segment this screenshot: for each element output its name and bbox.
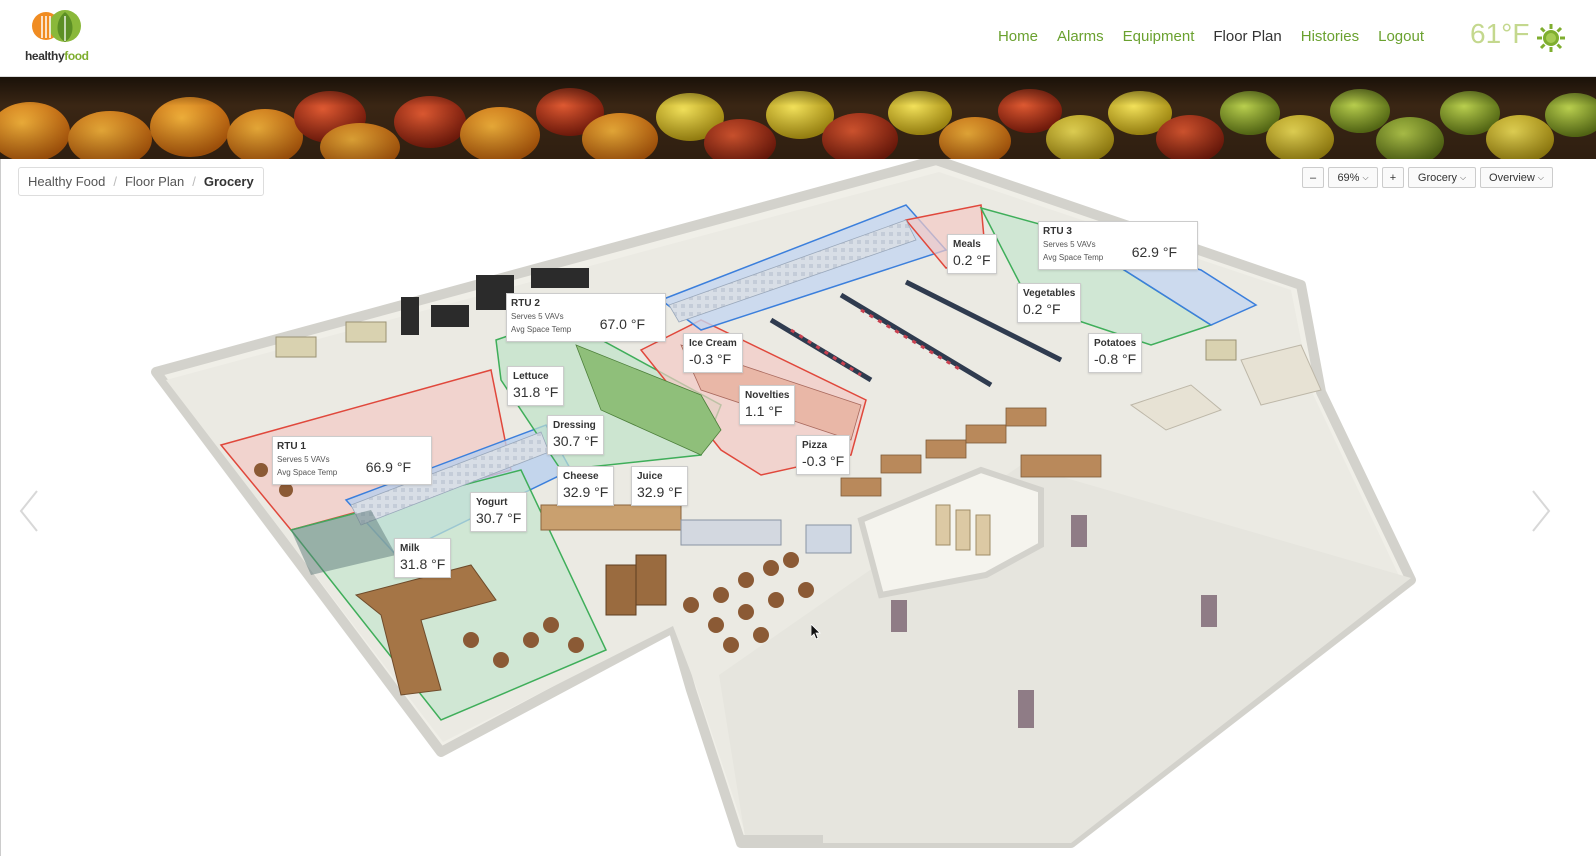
chevron-down-icon: ⌵	[1460, 172, 1467, 182]
zone-card-novelties[interactable]: Novelties 1.1 °F	[739, 385, 796, 425]
logo-text-healthy: healthy	[25, 49, 65, 63]
chevron-down-icon: ⌵	[1362, 172, 1369, 182]
rtu-name: RTU 3	[1043, 226, 1072, 237]
breadcrumb-separator: /	[192, 174, 196, 189]
zone-card-ice-cream[interactable]: Ice Cream -0.3 °F	[683, 333, 743, 373]
sun-icon	[1537, 24, 1565, 52]
rtu-metric: Avg Space Temp	[1043, 253, 1104, 262]
rtu-serves: Serves 5 VAVs	[1043, 240, 1096, 249]
healthy-food-logo[interactable]	[25, 8, 95, 66]
floor-select-dropdown[interactable]: Grocery⌵	[1408, 167, 1476, 188]
nav-alarms[interactable]: Alarms	[1056, 28, 1104, 45]
breadcrumb: Healthy Food / Floor Plan / Grocery	[18, 167, 264, 196]
logo-text-food: food	[64, 49, 89, 63]
floor-select-value: Grocery	[1417, 171, 1458, 184]
zone-temp: 32.9 °F	[563, 484, 609, 500]
zone-name: Meals	[953, 239, 981, 250]
breadcrumb-current-grocery: Grocery	[203, 174, 254, 189]
zoom-level-value: 69%	[1337, 171, 1360, 184]
zone-temp: 30.7 °F	[553, 433, 599, 449]
zone-temp: -0.8 °F	[1094, 351, 1137, 367]
zone-name: Potatoes	[1094, 338, 1137, 349]
zone-temp: 31.8 °F	[400, 556, 446, 572]
nav-logout[interactable]: Logout	[1378, 28, 1424, 45]
zone-temp: 1.1 °F	[745, 403, 783, 419]
zone-card-lettuce[interactable]: Lettuce 31.8 °F	[507, 366, 565, 406]
rtu-temp: 62.9 °F	[1131, 244, 1177, 260]
breadcrumb-healthy-food[interactable]: Healthy Food	[28, 174, 106, 189]
top-header: healthyfood Home Alarms Equipment Floor …	[0, 0, 1596, 77]
floor-plan-viewport[interactable]: Healthy Food / Floor Plan / Grocery – 69…	[0, 159, 1596, 856]
zone-name: Pizza	[802, 440, 828, 451]
rtu-temp: 66.9 °F	[365, 459, 411, 475]
zone-name: Lettuce	[513, 371, 549, 382]
zone-temp: -0.3 °F	[802, 453, 845, 469]
chevron-down-icon: ⌵	[1537, 172, 1544, 182]
rtu-name: RTU 2	[511, 298, 540, 309]
rtu-2-card[interactable]: RTU 2 Serves 5 VAVs Avg Space Temp 67.0 …	[506, 293, 666, 342]
zone-temp: -0.3 °F	[689, 351, 732, 367]
zoom-out-button[interactable]: –	[1302, 167, 1324, 188]
rtu-1-card[interactable]: RTU 1 Serves 5 VAVs Avg Space Temp 66.9 …	[272, 436, 432, 485]
rtu-metric: Avg Space Temp	[277, 468, 338, 477]
zone-card-potatoes[interactable]: Potatoes -0.8 °F	[1088, 333, 1143, 373]
produce-banner-image	[0, 77, 1596, 159]
rtu-serves: Serves 5 VAVs	[277, 455, 330, 464]
view-select-value: Overview	[1489, 171, 1535, 184]
logo-text: healthyfood	[25, 49, 89, 63]
zone-name: Cheese	[563, 471, 599, 482]
breadcrumb-separator: /	[113, 174, 117, 189]
zone-temp: 31.8 °F	[513, 384, 559, 400]
rtu-metric: Avg Space Temp	[511, 325, 572, 334]
next-arrow-icon[interactable]	[1529, 489, 1553, 533]
rtu-serves: Serves 5 VAVs	[511, 312, 564, 321]
zone-temp: 30.7 °F	[476, 510, 522, 526]
zone-card-juice[interactable]: Juice 32.9 °F	[631, 466, 689, 506]
zone-card-vegetables[interactable]: Vegetables 0.2 °F	[1017, 283, 1082, 323]
weather-temperature: 61°F	[1470, 18, 1530, 49]
rtu-temp: 67.0 °F	[599, 316, 645, 332]
nav-equipment[interactable]: Equipment	[1122, 28, 1195, 45]
zone-temp: 0.2 °F	[1023, 301, 1061, 317]
zone-name: Juice	[637, 471, 663, 482]
nav-floor-plan[interactable]: Floor Plan	[1213, 28, 1282, 45]
zone-card-dressing[interactable]: Dressing 30.7 °F	[547, 415, 605, 455]
nav-home[interactable]: Home	[997, 28, 1038, 45]
zone-name: Ice Cream	[689, 338, 737, 349]
zone-temp: 0.2 °F	[953, 252, 991, 268]
zone-card-milk[interactable]: Milk 31.8 °F	[394, 538, 452, 578]
grocery-3d-floor-plan[interactable]	[1, 159, 1596, 856]
zoom-level-dropdown[interactable]: 69%⌵	[1328, 167, 1378, 188]
zone-name: Vegetables	[1023, 288, 1076, 299]
zone-card-yogurt[interactable]: Yogurt 30.7 °F	[470, 492, 528, 532]
main-nav: Home Alarms Equipment Floor Plan Histori…	[998, 28, 1424, 45]
zone-name: Novelties	[745, 390, 790, 401]
zone-name: Yogurt	[476, 497, 508, 508]
rtu-name: RTU 1	[277, 441, 306, 452]
zoom-in-button[interactable]: +	[1382, 167, 1404, 188]
breadcrumb-floor-plan[interactable]: Floor Plan	[124, 174, 185, 189]
mouse-cursor-icon	[811, 624, 821, 640]
zone-card-meals[interactable]: Meals 0.2 °F	[947, 234, 997, 274]
zone-card-cheese[interactable]: Cheese 32.9 °F	[557, 466, 615, 506]
view-select-dropdown[interactable]: Overview⌵	[1480, 167, 1553, 188]
zone-temp: 32.9 °F	[637, 484, 683, 500]
zone-name: Dressing	[553, 420, 596, 431]
rtu-3-card[interactable]: RTU 3 Serves 5 VAVs Avg Space Temp 62.9 …	[1038, 221, 1198, 270]
nav-histories[interactable]: Histories	[1300, 28, 1360, 45]
zone-card-pizza[interactable]: Pizza -0.3 °F	[796, 435, 851, 475]
previous-arrow-icon[interactable]	[17, 489, 41, 533]
zone-name: Milk	[400, 543, 420, 554]
